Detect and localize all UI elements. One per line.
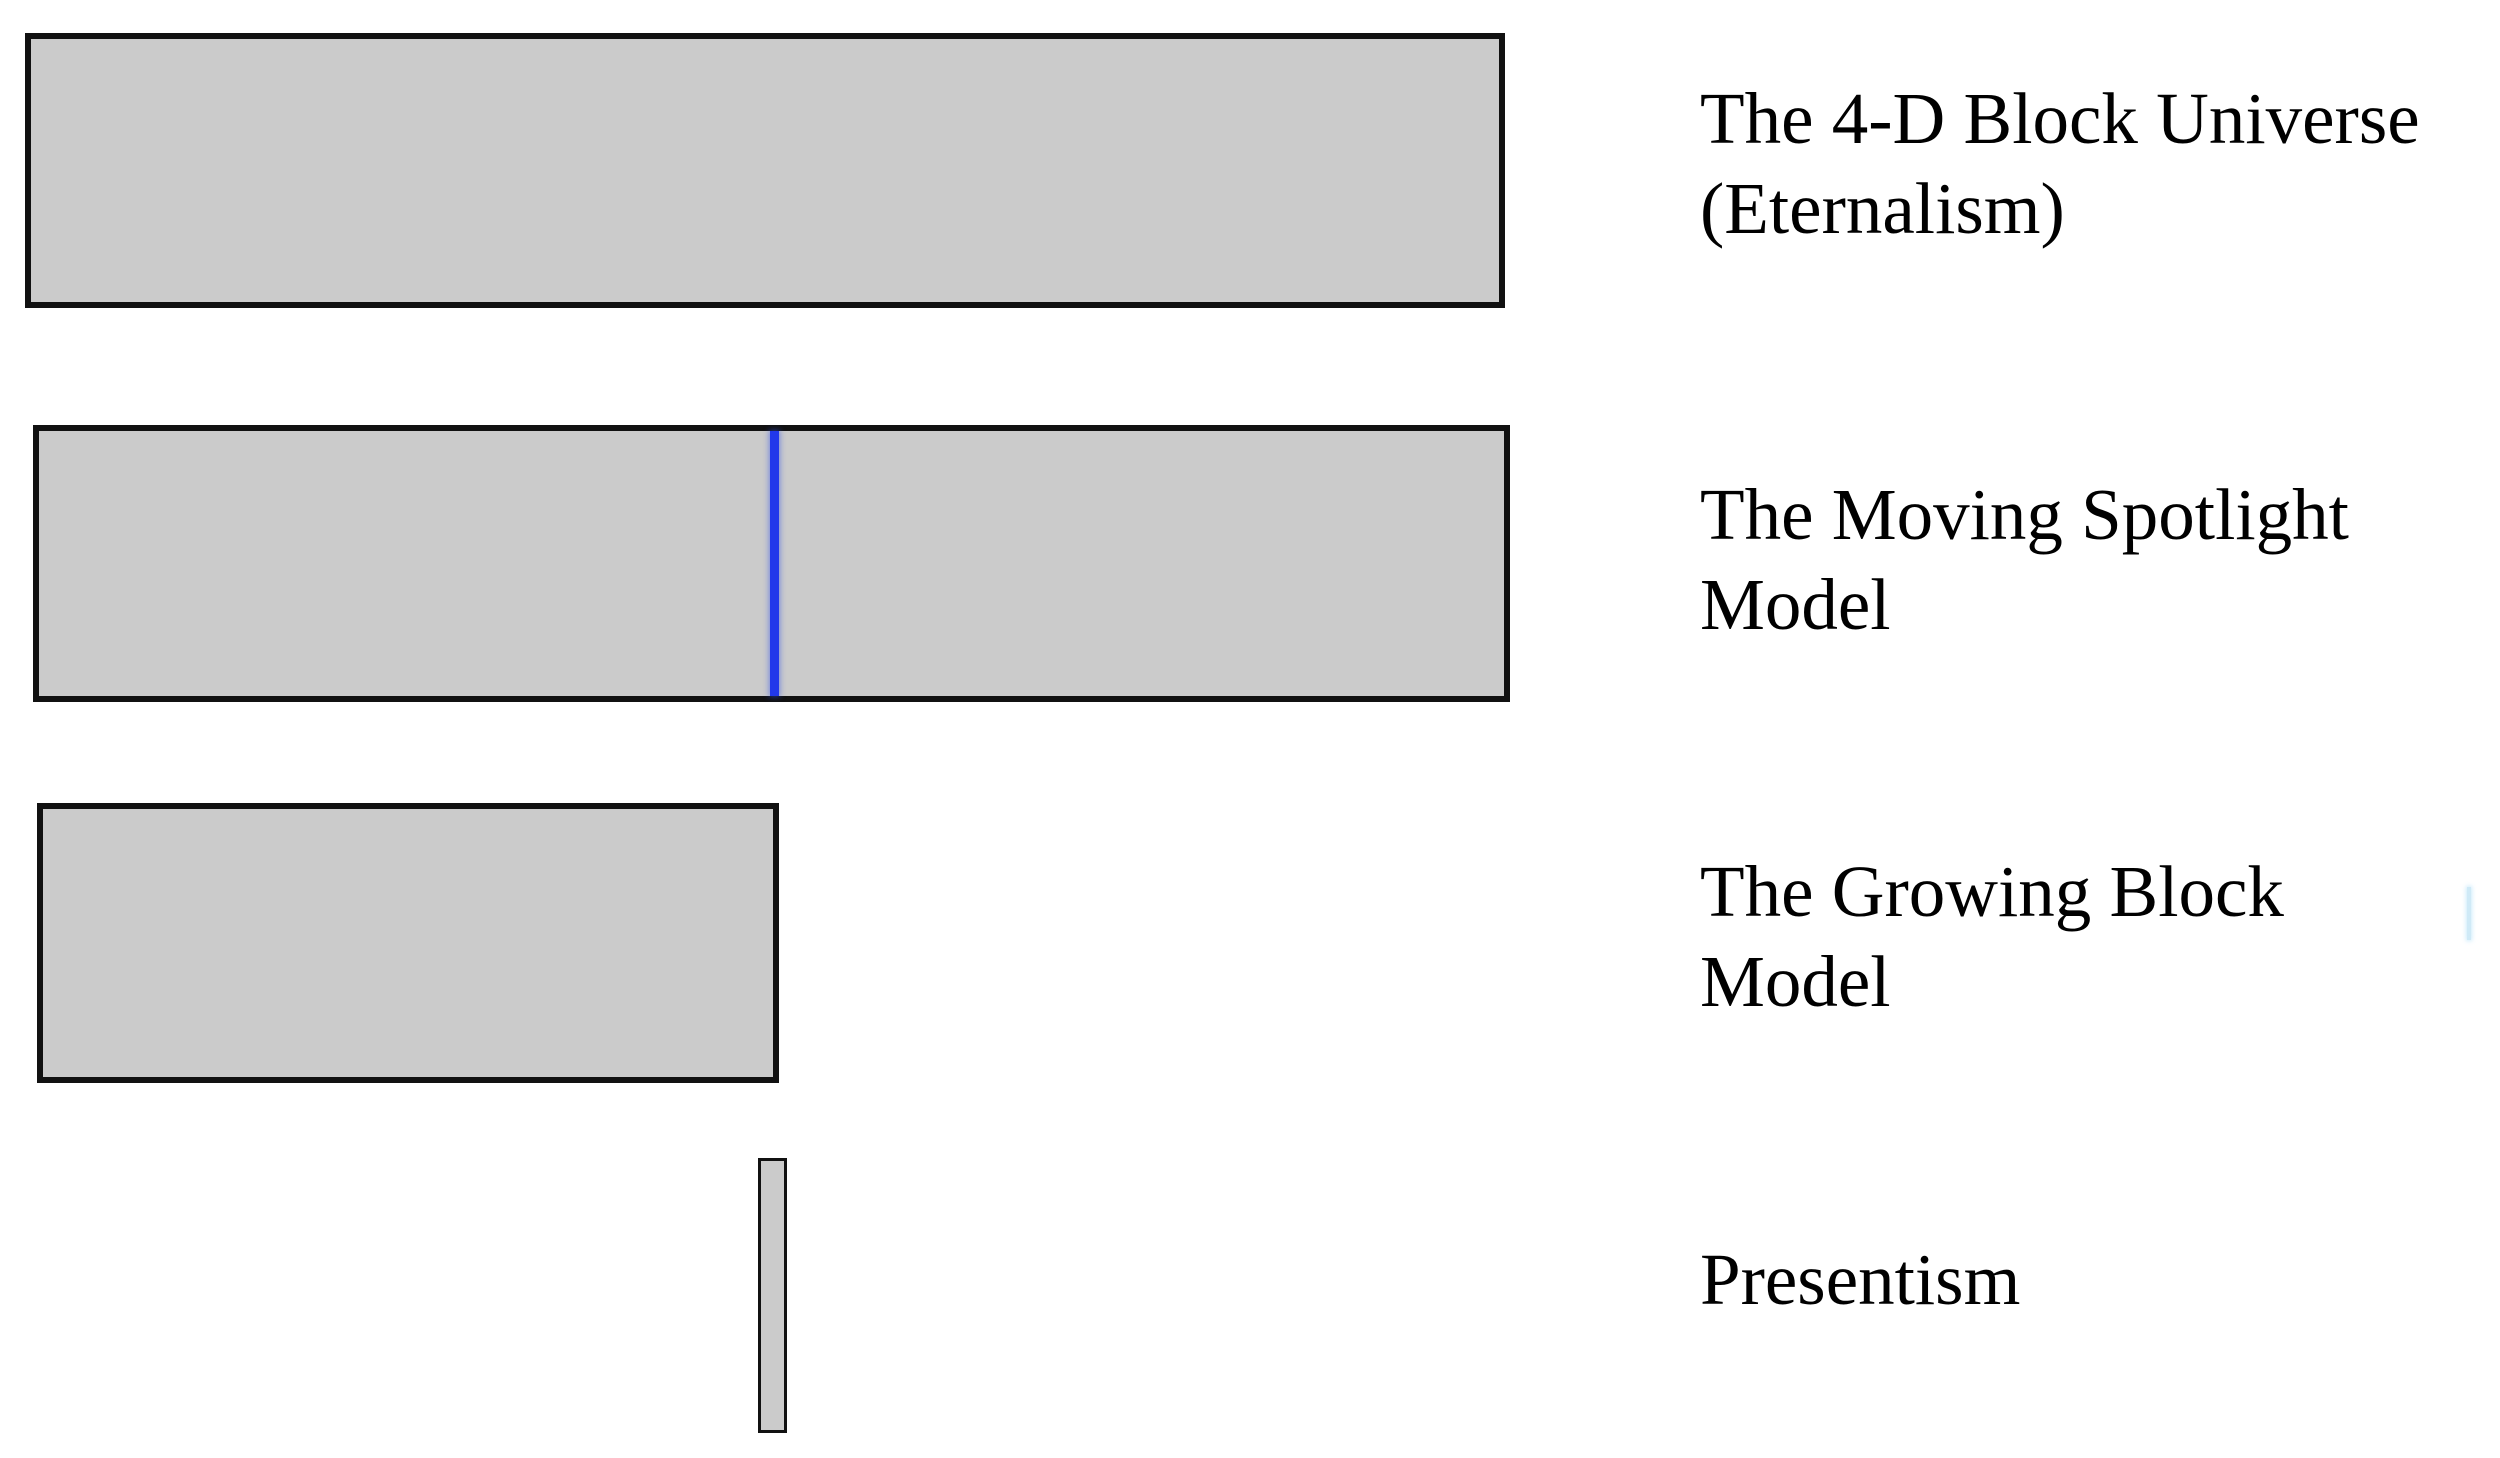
cursor-artifact-line [2467, 887, 2471, 940]
label-moving-spotlight: The Moving Spotlight Model [1700, 474, 2349, 645]
label-eternalism: The 4-D Block Universe (Eternalism) [1700, 78, 2420, 249]
bar-presentism-sliver [758, 1158, 787, 1433]
label-growing-block: The Growing Block Model [1700, 851, 2284, 1022]
present-moment-line [770, 431, 779, 696]
bar-growing-block [37, 803, 779, 1083]
label-presentism: Presentism [1700, 1239, 2021, 1320]
bar-moving-spotlight [33, 425, 1510, 702]
bar-eternalism [25, 33, 1505, 308]
